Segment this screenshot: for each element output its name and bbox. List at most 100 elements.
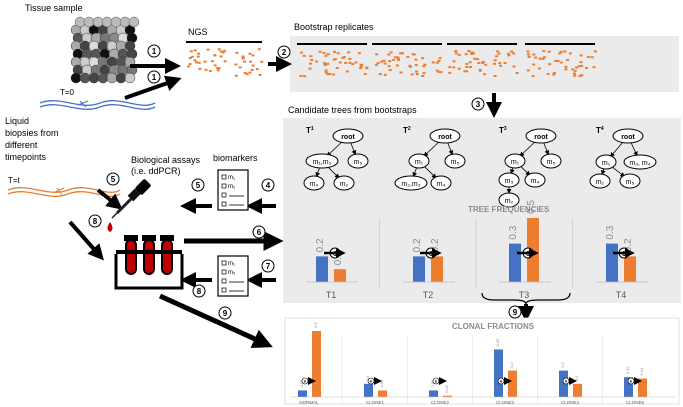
tree-frequency-category: T2 — [423, 290, 434, 300]
read-dot — [382, 59, 386, 62]
tissue-cell — [119, 16, 131, 28]
step-marker — [508, 305, 522, 319]
tree-node — [595, 154, 617, 170]
tree-node-root — [332, 128, 364, 144]
read-dot — [242, 60, 246, 63]
read-dot — [396, 56, 400, 59]
read-dot — [578, 75, 582, 78]
read-dot — [351, 63, 355, 66]
tissue-cell — [101, 16, 113, 28]
read-dot — [586, 55, 590, 58]
step-marker — [192, 284, 206, 298]
read-dot — [423, 63, 427, 66]
tree-node-label: root — [534, 134, 548, 141]
tree-frequency-bar — [334, 269, 346, 282]
read-dot — [465, 70, 469, 73]
biomarker-checkbox — [221, 278, 227, 284]
read-dot — [577, 65, 581, 68]
clonal-fraction-bar — [364, 383, 373, 397]
tree-frequency-category: T3 — [519, 290, 530, 300]
read-dot — [223, 60, 227, 63]
read-dot — [257, 48, 261, 51]
read-dot — [452, 60, 456, 63]
tree-label: T1 — [306, 126, 314, 135]
tree-node-label: m₅ — [354, 159, 363, 166]
read-dot — [563, 50, 567, 53]
read-dot — [452, 66, 456, 69]
read-dot — [497, 52, 501, 55]
read-dot — [538, 57, 542, 60]
read-dot — [235, 51, 239, 54]
tree-node — [540, 153, 562, 169]
read-dot — [421, 57, 425, 60]
read-dot — [548, 63, 552, 66]
read-dot — [512, 52, 516, 55]
read-dot — [383, 73, 387, 76]
step-number: 1 — [152, 47, 157, 56]
read-dot — [387, 65, 391, 68]
tree-edge — [326, 140, 344, 157]
read-dot — [308, 67, 312, 70]
read-dot — [260, 60, 264, 63]
clonal-fraction-category: NORMAL — [299, 400, 319, 405]
read-dot — [435, 69, 439, 72]
clonal-fractions-panel — [284, 317, 680, 405]
tree-node-label: root — [621, 134, 635, 141]
liquid-biopsies-line-2: biopsies from — [5, 128, 59, 138]
step-number: 6 — [500, 379, 503, 384]
read-dot — [469, 66, 473, 69]
read-dot — [347, 51, 351, 54]
tree-node-label: m₂,m₃ — [401, 181, 420, 188]
step-marker — [261, 259, 275, 273]
read-dot — [395, 64, 399, 67]
ngs-label: NGS — [188, 27, 208, 37]
tree-node-label: m₁,m₃ — [313, 159, 332, 166]
read-dot — [464, 53, 468, 56]
read-dot — [573, 69, 577, 72]
read-dot — [470, 52, 474, 55]
tree-frequency-bar — [316, 256, 328, 282]
read-dot — [495, 55, 499, 58]
step-number: 6 — [630, 379, 633, 384]
read-dot — [435, 61, 439, 64]
liquid-biopsies-line-4: timepoints — [5, 152, 47, 162]
read-dot — [375, 53, 379, 56]
tree-node-label: m₁ — [602, 160, 611, 167]
read-dot — [477, 61, 481, 64]
read-dot — [496, 50, 500, 53]
read-dot — [348, 57, 352, 60]
biomarker-checkbox — [221, 183, 227, 189]
tree-frequency-bar — [606, 243, 618, 282]
tissue-cell — [115, 72, 127, 84]
read-dot — [213, 54, 217, 57]
tree-node — [303, 175, 325, 191]
step-marker — [147, 44, 161, 58]
step-number: 5 — [196, 181, 201, 190]
step-number: 5 — [111, 175, 116, 184]
read-dot — [363, 73, 367, 76]
biomarker-checkbox — [221, 192, 227, 198]
read-dot — [593, 50, 597, 53]
read-dot — [541, 57, 545, 60]
read-dot — [196, 55, 200, 58]
read-dot — [388, 60, 392, 63]
read-dot — [498, 62, 502, 65]
tree-node-root — [612, 128, 644, 144]
read-dot — [579, 61, 583, 64]
read-dot — [299, 51, 303, 54]
read-dot — [332, 58, 336, 61]
clonal-fraction-category: CLONE1 — [366, 400, 385, 405]
tree-frequency-value: 0.3 — [508, 225, 519, 239]
read-dot — [476, 58, 480, 61]
read-dot — [467, 50, 471, 53]
read-dot — [526, 69, 530, 72]
clonal-fraction-bar — [559, 370, 568, 397]
tree-edge — [601, 168, 606, 176]
tree-edge — [610, 141, 624, 158]
read-dot — [188, 63, 192, 66]
dna-t0-icon — [39, 100, 156, 110]
tree-node-root — [429, 128, 461, 144]
read-dot — [234, 63, 238, 66]
read-dot — [374, 63, 378, 66]
